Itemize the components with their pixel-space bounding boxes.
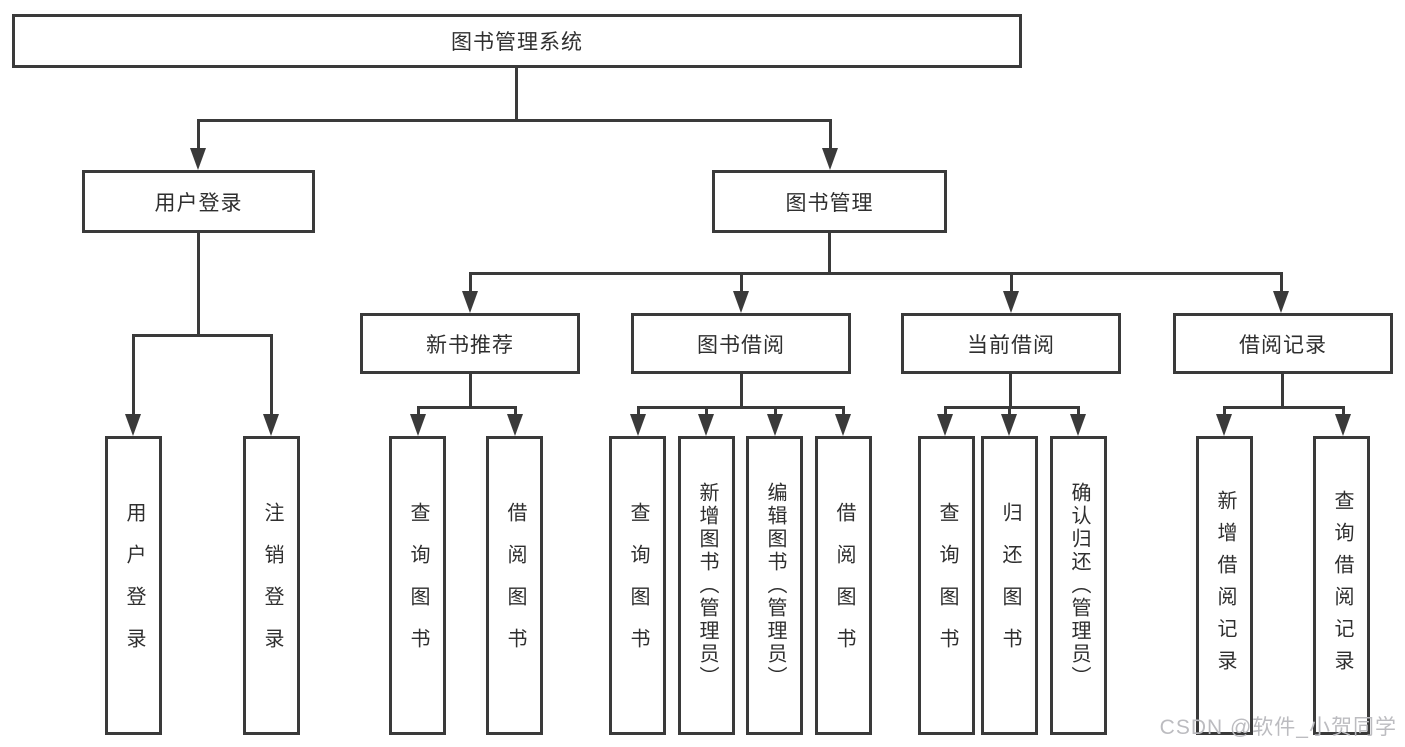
node-borrow-records-label: 借阅记录 — [1239, 333, 1327, 357]
connector-to-user-login — [197, 119, 200, 150]
connector-to-leaf-user-login — [132, 334, 135, 416]
connector-user-login-crossbar — [132, 334, 273, 337]
arrow-to-leaf-borrow-book-1-icon — [507, 414, 523, 436]
connector-new-book-rec-stem — [469, 374, 472, 409]
connector-book-borrow-stem — [740, 374, 743, 409]
node-borrow-records: 借阅记录 — [1173, 313, 1393, 374]
leaf-return-book: 归还图书 — [981, 436, 1038, 735]
connector-to-leaf-add-book — [705, 406, 708, 418]
arrow-to-current-borrow-icon — [1003, 291, 1019, 313]
connector-to-leaf-query-record — [1342, 406, 1345, 418]
connector-to-leaf-logout — [270, 334, 273, 416]
leaf-borrow-book-2: 借阅图书 — [815, 436, 872, 735]
arrow-to-new-book-rec-icon — [462, 291, 478, 313]
connector-to-leaf-edit-book — [774, 406, 777, 418]
node-new-book-rec: 新书推荐 — [360, 313, 580, 374]
connector-to-book-borrow — [740, 272, 743, 292]
leaf-edit-book: 编辑图书（管理员） — [746, 436, 803, 735]
node-book-borrow: 图书借阅 — [631, 313, 851, 374]
csdn-watermark: CSDN @软件_小贺同学 — [1159, 716, 1397, 739]
node-user-login-label: 用户登录 — [154, 191, 243, 215]
connector-borrow-records-crossbar — [1223, 406, 1345, 409]
node-book-mgmt-label: 图书管理 — [785, 191, 874, 215]
connector-to-leaf-query-book-3 — [944, 406, 947, 418]
arrow-to-borrow-records-icon — [1273, 291, 1289, 313]
node-book-mgmt: 图书管理 — [712, 170, 947, 233]
arrow-to-leaf-query-book-3-icon — [937, 414, 953, 436]
arrow-to-book-borrow-icon — [733, 291, 749, 313]
connector-to-book-mgmt — [829, 119, 832, 150]
leaf-query-book-2: 查询图书 — [609, 436, 666, 735]
leaf-add-record: 新增借阅记录 — [1196, 436, 1253, 735]
arrow-to-leaf-query-book-2-icon — [630, 414, 646, 436]
leaf-query-book-1: 查询图书 — [389, 436, 446, 735]
node-root: 图书管理系统 — [12, 14, 1022, 68]
arrow-to-leaf-add-book-icon — [698, 414, 714, 436]
arrow-to-book-mgmt-icon — [822, 148, 838, 170]
arrow-to-user-login-icon — [190, 148, 206, 170]
arrow-to-leaf-query-book-1-icon — [410, 414, 426, 436]
arrow-to-leaf-query-record-icon — [1335, 414, 1351, 436]
connector-book-mgmt-crossbar — [469, 272, 1283, 275]
connector-to-leaf-add-record — [1223, 406, 1226, 418]
node-current-borrow: 当前借阅 — [901, 313, 1121, 374]
connector-new-book-rec-crossbar — [417, 406, 517, 409]
connector-current-borrow-crossbar — [944, 406, 1080, 409]
connector-to-leaf-query-book-2 — [637, 406, 640, 418]
connector-borrow-records-stem — [1281, 374, 1284, 409]
connector-to-current-borrow — [1010, 272, 1013, 292]
leaf-confirm-return: 确认归还（管理员） — [1050, 436, 1107, 735]
connector-to-leaf-query-book-1 — [417, 406, 420, 418]
connector-to-leaf-confirm-return — [1077, 406, 1080, 418]
arrow-to-leaf-user-login-icon — [125, 414, 141, 436]
connector-root-stem — [515, 68, 518, 122]
connector-to-borrow-records — [1280, 272, 1283, 292]
connector-to-leaf-return-book — [1008, 406, 1011, 418]
connector-book-mgmt-stem — [828, 233, 831, 275]
connector-root-crossbar — [197, 119, 832, 122]
leaf-borrow-book-1: 借阅图书 — [486, 436, 543, 735]
node-book-borrow-label: 图书借阅 — [697, 333, 785, 357]
arrow-to-leaf-add-record-icon — [1216, 414, 1232, 436]
node-user-login: 用户登录 — [82, 170, 315, 233]
leaf-query-book-3: 查询图书 — [918, 436, 975, 735]
connector-user-login-stem — [197, 233, 200, 337]
connector-to-leaf-borrow-book-1 — [514, 406, 517, 418]
node-new-book-rec-label: 新书推荐 — [426, 333, 514, 357]
connector-current-borrow-stem — [1009, 374, 1012, 409]
arrow-to-leaf-logout-icon — [263, 414, 279, 436]
leaf-query-record: 查询借阅记录 — [1313, 436, 1370, 735]
arrow-to-leaf-confirm-return-icon — [1070, 414, 1086, 436]
connector-to-leaf-borrow-book-2 — [842, 406, 845, 418]
arrow-to-leaf-borrow-book-2-icon — [835, 414, 851, 436]
node-current-borrow-label: 当前借阅 — [967, 333, 1055, 357]
leaf-user-login: 用户登录 — [105, 436, 162, 735]
connector-to-new-book-rec — [469, 272, 472, 292]
arrow-to-leaf-edit-book-icon — [767, 414, 783, 436]
connector-book-borrow-crossbar — [637, 406, 845, 409]
leaf-logout: 注销登录 — [243, 436, 300, 735]
arrow-to-leaf-return-book-icon — [1001, 414, 1017, 436]
node-root-label: 图书管理系统 — [451, 31, 583, 54]
leaf-add-book: 新增图书（管理员） — [678, 436, 735, 735]
